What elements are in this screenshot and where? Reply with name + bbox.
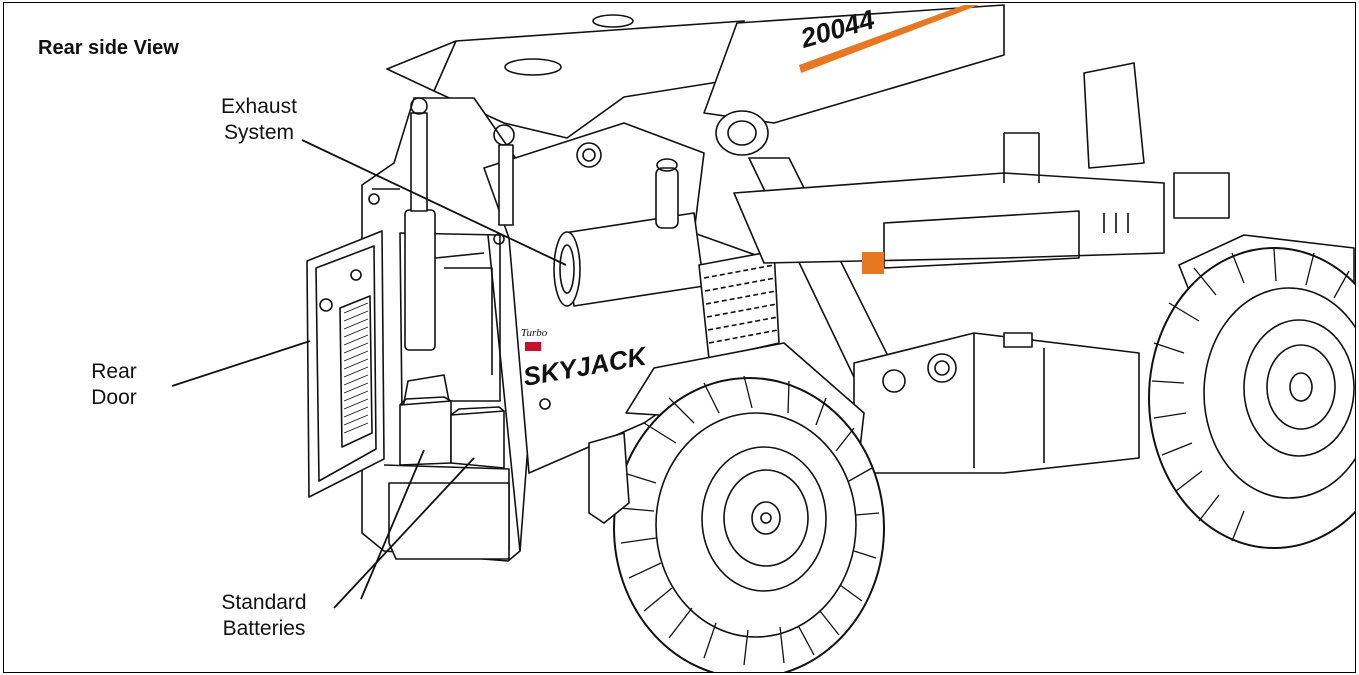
leader-exhaust — [301, 139, 567, 266]
boom-stripe — [799, 5, 979, 73]
rear-door — [306, 230, 385, 498]
callout-exhaust-system: Exhaust System — [194, 94, 324, 146]
leader-door — [171, 340, 311, 387]
callout-line: Door — [91, 386, 137, 409]
leader-batteries-1 — [360, 449, 425, 600]
callout-line: Standard — [221, 591, 307, 614]
leader-lines — [171, 139, 567, 609]
view-title: Rear side View — [38, 37, 179, 59]
leader-batteries-2 — [333, 457, 475, 609]
rear-wheel — [1148, 247, 1355, 549]
callout-line: Batteries — [222, 617, 306, 640]
battery-pack — [383, 396, 510, 551]
turbo-badge: Turbo — [521, 327, 548, 339]
machine-illustration: 20044 — [171, 4, 1355, 672]
flag-icon — [525, 342, 541, 351]
front-wheel — [613, 375, 885, 672]
callout-line: Rear — [91, 360, 137, 383]
callout-line: System — [223, 121, 294, 144]
warning-decal-icon — [862, 252, 884, 274]
callout-line: Exhaust — [221, 95, 297, 118]
diagram-frame: 20044 — [3, 2, 1356, 673]
callout-standard-batteries: Standard Batteries — [194, 590, 334, 642]
callout-rear-door: Rear Door — [74, 359, 154, 411]
engine-grille — [698, 250, 780, 360]
